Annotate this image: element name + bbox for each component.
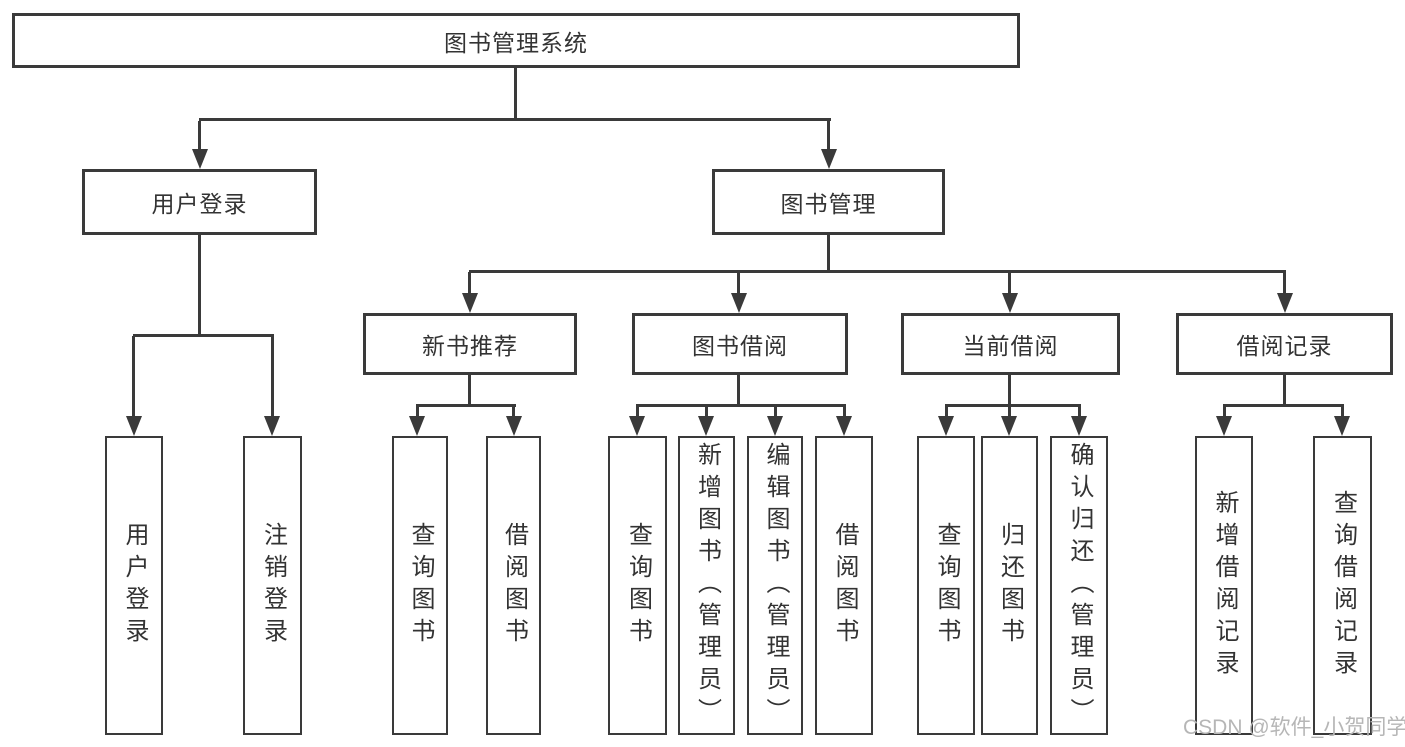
csdn-watermark: CSDN @软件_小贺同学 bbox=[1183, 716, 1405, 739]
node-label: 查询图书 bbox=[407, 521, 434, 650]
connector-current-borrow-stem bbox=[1008, 375, 1011, 406]
node-label: 新增借阅记录 bbox=[1211, 489, 1238, 682]
connector-book-mgmt-stem bbox=[827, 235, 830, 272]
node-label: 归还图书 bbox=[996, 521, 1024, 650]
arrowhead-leaf bbox=[767, 416, 783, 436]
arrowhead-leaf-login bbox=[126, 416, 142, 436]
arrowhead-leaf bbox=[629, 416, 645, 436]
arrowhead-leaf bbox=[1216, 416, 1232, 436]
connector-current-borrow-rail bbox=[945, 404, 1081, 407]
node-leaf-query-books: 查询图书 bbox=[917, 436, 975, 735]
arrowhead-new-book-rec bbox=[462, 293, 478, 313]
connector-to-current-borrow bbox=[1008, 272, 1011, 298]
node-book-borrowing: 图书借阅 bbox=[632, 313, 848, 375]
connector-leaf-stem bbox=[1078, 406, 1081, 420]
node-leaf-query-books: 查询图书 bbox=[392, 436, 448, 735]
node-leaf-confirm-return-admin: 确认归还（管理员） bbox=[1050, 436, 1108, 735]
node-label: 确认归还（管理员） bbox=[1066, 441, 1093, 730]
connector-new-book-rec-rail bbox=[416, 404, 516, 407]
arrowhead-leaf-logout bbox=[264, 416, 280, 436]
node-label: 借阅图书 bbox=[831, 521, 858, 650]
node-leaf-return-books: 归还图书 bbox=[981, 436, 1038, 735]
connector-to-leaf-logout bbox=[271, 336, 274, 420]
node-leaf-query-borrow-record: 查询借阅记录 bbox=[1313, 436, 1372, 735]
arrowhead-borrow-records bbox=[1277, 293, 1293, 313]
connector-leaf-stem bbox=[636, 406, 639, 420]
node-library-management-system: 图书管理系统 bbox=[12, 13, 1020, 68]
connector-user-login-rail bbox=[133, 334, 274, 337]
arrowhead-leaf bbox=[836, 416, 852, 436]
connector-leaf-stem bbox=[774, 406, 777, 420]
node-label: 新增图书（管理员） bbox=[693, 441, 721, 730]
connector-borrow-records-stem bbox=[1283, 375, 1286, 406]
node-leaf-logout: 注销登录 bbox=[243, 436, 302, 735]
connector-borrow-records-rail bbox=[1223, 404, 1344, 407]
connector-leaf-stem bbox=[1008, 406, 1011, 420]
connector-leaf-stem bbox=[416, 406, 419, 420]
connector-to-leaf-login bbox=[132, 336, 135, 420]
arrowhead-leaf bbox=[1334, 416, 1350, 436]
arrowhead-current-borrow bbox=[1002, 293, 1018, 313]
arrowhead-book-mgmt bbox=[821, 149, 837, 169]
arrowhead-leaf bbox=[1001, 416, 1017, 436]
node-label: 借阅图书 bbox=[500, 521, 528, 650]
connector-leaf-stem bbox=[512, 406, 515, 420]
arrowhead-user-login bbox=[192, 149, 208, 169]
node-label: 查询图书 bbox=[624, 521, 652, 650]
connector-leaf-stem bbox=[1223, 406, 1226, 420]
node-label: 注销登录 bbox=[259, 521, 287, 650]
connector-root-stem bbox=[514, 68, 517, 120]
node-new-book-recommendation: 新书推荐 bbox=[363, 313, 577, 375]
arrowhead-leaf bbox=[698, 416, 714, 436]
node-book-management: 图书管理 bbox=[712, 169, 945, 235]
connector-book-borrow-stem bbox=[737, 375, 740, 406]
node-leaf-add-borrow-record: 新增借阅记录 bbox=[1195, 436, 1253, 735]
connector-user-login-stem bbox=[198, 235, 201, 336]
connector-leaf-stem bbox=[1341, 406, 1344, 420]
connector-to-book-borrow bbox=[737, 272, 740, 298]
arrowhead-leaf bbox=[1071, 416, 1087, 436]
node-leaf-borrow-books: 借阅图书 bbox=[815, 436, 873, 735]
connector-book-borrow-rail bbox=[636, 404, 846, 407]
connector-root-rail bbox=[199, 118, 831, 121]
node-leaf-borrow-books: 借阅图书 bbox=[486, 436, 541, 735]
node-label: 查询借阅记录 bbox=[1329, 489, 1357, 682]
connector-to-borrow-records bbox=[1283, 272, 1286, 298]
node-current-borrowing: 当前借阅 bbox=[901, 313, 1120, 375]
connector-leaf-stem bbox=[843, 406, 846, 420]
node-label: 编辑图书（管理员） bbox=[762, 441, 789, 730]
connector-to-book-mgmt bbox=[827, 121, 830, 152]
arrowhead-leaf bbox=[938, 416, 954, 436]
connector-leaf-stem bbox=[945, 406, 948, 420]
node-label: 查询图书 bbox=[933, 521, 960, 650]
node-leaf-edit-books-admin: 编辑图书（管理员） bbox=[747, 436, 803, 735]
arrowhead-leaf bbox=[506, 416, 522, 436]
connector-leaf-stem bbox=[705, 406, 708, 420]
node-leaf-user-login: 用户登录 bbox=[105, 436, 163, 735]
connector-new-book-rec-stem bbox=[468, 375, 471, 406]
arrowhead-book-borrow bbox=[731, 293, 747, 313]
node-borrowing-records: 借阅记录 bbox=[1176, 313, 1393, 375]
connector-to-user-login bbox=[198, 121, 201, 152]
node-label: 用户登录 bbox=[121, 521, 148, 650]
connector-book-mgmt-rail bbox=[469, 270, 1286, 273]
arrowhead-leaf bbox=[409, 416, 425, 436]
node-user-login: 用户登录 bbox=[82, 169, 317, 235]
node-leaf-add-books-admin: 新增图书（管理员） bbox=[678, 436, 735, 735]
connector-to-new-book-rec bbox=[468, 272, 471, 298]
node-leaf-query-books: 查询图书 bbox=[608, 436, 667, 735]
